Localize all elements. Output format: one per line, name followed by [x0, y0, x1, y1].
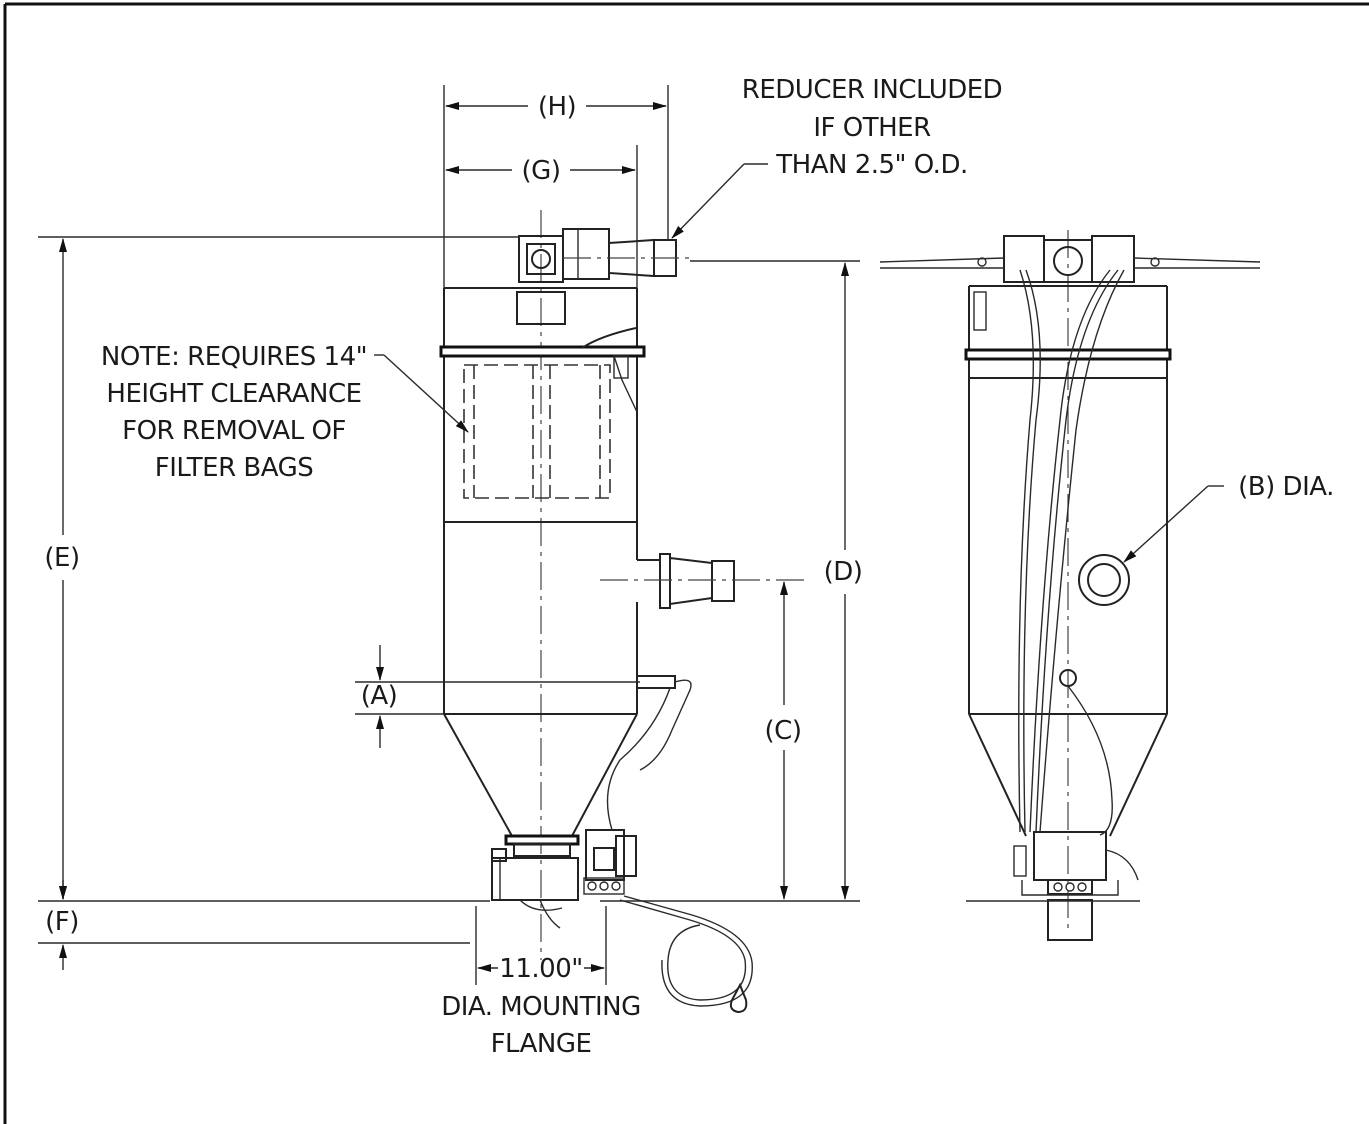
front-view-receiver: [439, 210, 810, 1014]
dim-c-label: (C): [765, 716, 802, 746]
flange-dia-label: 11.00": [499, 954, 582, 984]
annotation-text: (H) (G) REDUCER INCLUDED IF OTHER THAN 2…: [44, 75, 1334, 1059]
dimension-lines: [38, 85, 1224, 985]
clearance-note-line-3: FOR REMOVAL OF: [122, 416, 346, 446]
dim-a-label: (A): [361, 681, 398, 711]
clearance-note-line-4: FILTER BAGS: [155, 453, 314, 483]
flange-note-line-2: FLANGE: [491, 1029, 592, 1059]
reducer-note-line-1: REDUCER INCLUDED: [742, 75, 1002, 105]
reducer-note-line-3: THAN 2.5" O.D.: [775, 150, 967, 180]
dim-d-label: (D): [824, 557, 863, 587]
drawing-border: [3, 2, 1369, 1124]
dim-b-label: (B) DIA.: [1238, 472, 1334, 502]
clearance-note-line-2: HEIGHT CLEARANCE: [106, 379, 361, 409]
dim-h-label: (H): [538, 92, 576, 122]
flange-note-line-1: DIA. MOUNTING: [441, 992, 641, 1022]
dim-g-label: (G): [522, 156, 561, 186]
clearance-note-line-1: NOTE: REQUIRES 14": [101, 342, 367, 372]
dim-e-label: (E): [44, 543, 79, 573]
dim-f-label: (F): [45, 907, 79, 937]
side-view-receiver: [879, 230, 1261, 941]
reducer-note-line-2: IF OTHER: [813, 113, 931, 143]
